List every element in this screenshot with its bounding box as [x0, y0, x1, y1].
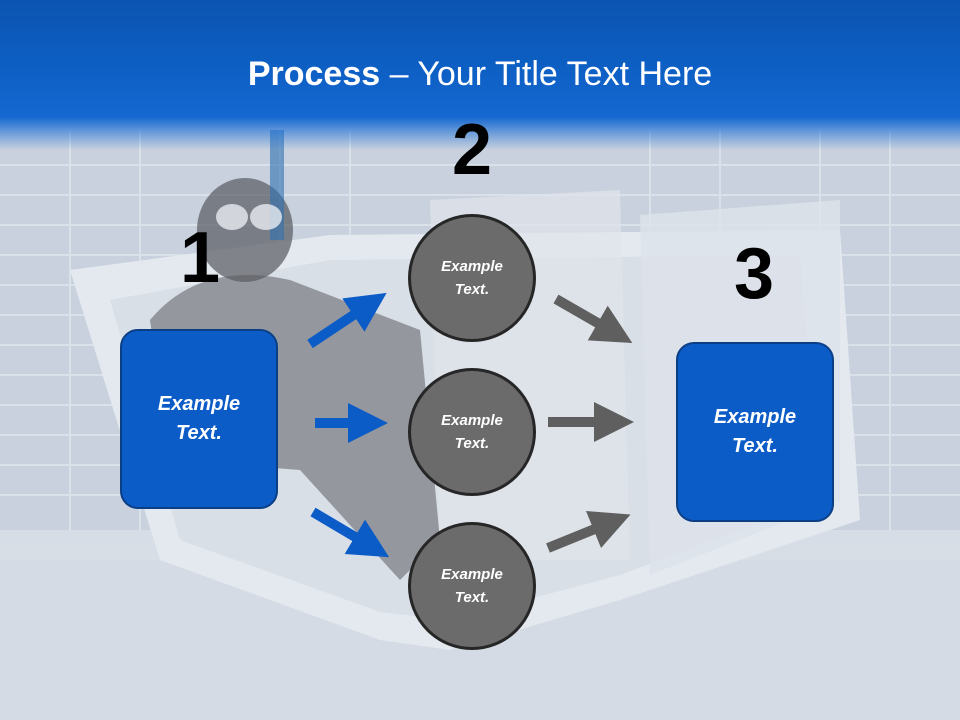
circle-top-line2: Text.	[454, 281, 490, 298]
title-bar	[0, 0, 960, 150]
right-process-box[interactable]: Example Text.	[676, 342, 834, 522]
circle-middle-line1: Example	[441, 412, 503, 429]
arrow-blue-down	[310, 507, 390, 558]
arrow-gray-down	[553, 294, 633, 343]
process-circle-bottom[interactable]: Example Text.	[408, 522, 536, 650]
arrow-blue-up	[307, 292, 387, 349]
arrow-gray-up	[546, 510, 631, 553]
left-process-box[interactable]: Example Text.	[120, 329, 278, 509]
step-number-2: 2	[451, 110, 493, 190]
right-box-line1: Example	[713, 406, 797, 428]
title-bold: Process	[247, 55, 381, 93]
right-box-line2: Text.	[732, 435, 778, 457]
left-box-line1: Example	[157, 393, 241, 415]
step-number-3: 3	[733, 234, 775, 314]
left-box-line2: Text.	[176, 422, 222, 444]
circle-bottom-line1: Example	[441, 566, 503, 583]
circle-middle-line2: Text.	[454, 435, 490, 452]
circle-top-line1: Example	[441, 258, 503, 275]
process-circle-top[interactable]: Example Text.	[408, 214, 536, 342]
title-rest: – Your Title Text Here	[380, 55, 713, 93]
process-circle-middle[interactable]: Example Text.	[408, 368, 536, 496]
step-number-1: 1	[179, 218, 221, 298]
circle-bottom-line2: Text.	[454, 589, 490, 606]
slide-title[interactable]: Process – Your Title Text Here	[0, 52, 960, 96]
